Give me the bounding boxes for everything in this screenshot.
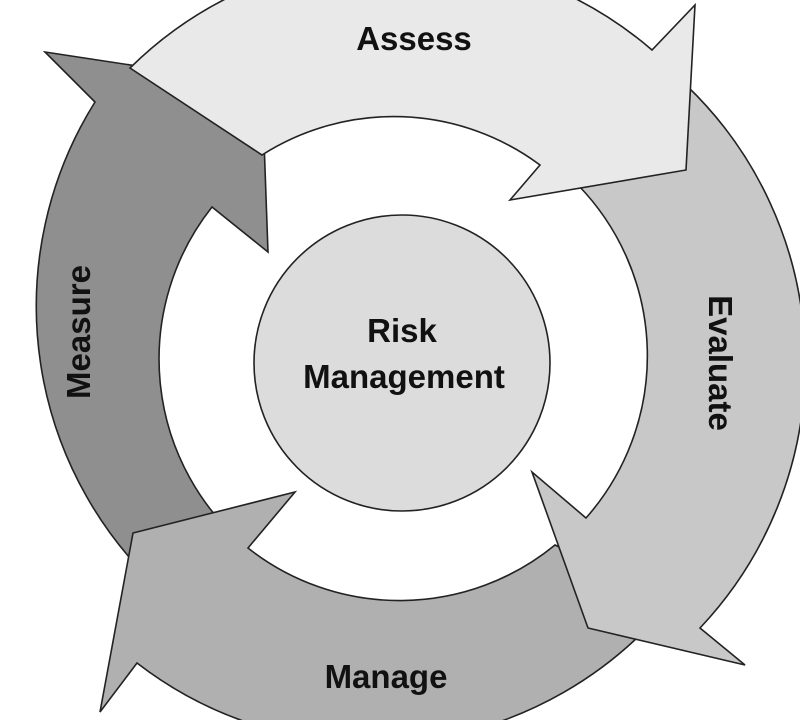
assess-arrow bbox=[128, 0, 696, 202]
center-title-line1: Risk bbox=[367, 312, 437, 349]
center-circle bbox=[253, 214, 551, 512]
measure-label: Measure bbox=[60, 265, 97, 399]
assess-label: Assess bbox=[356, 20, 472, 57]
center-title-line2: Management bbox=[303, 358, 505, 395]
evaluate-label: Evaluate bbox=[702, 295, 739, 431]
manage-arrow bbox=[99, 490, 674, 720]
measure-arrow bbox=[35, 50, 269, 599]
evaluate-arrow bbox=[530, 83, 800, 666]
manage-label: Manage bbox=[325, 658, 448, 695]
